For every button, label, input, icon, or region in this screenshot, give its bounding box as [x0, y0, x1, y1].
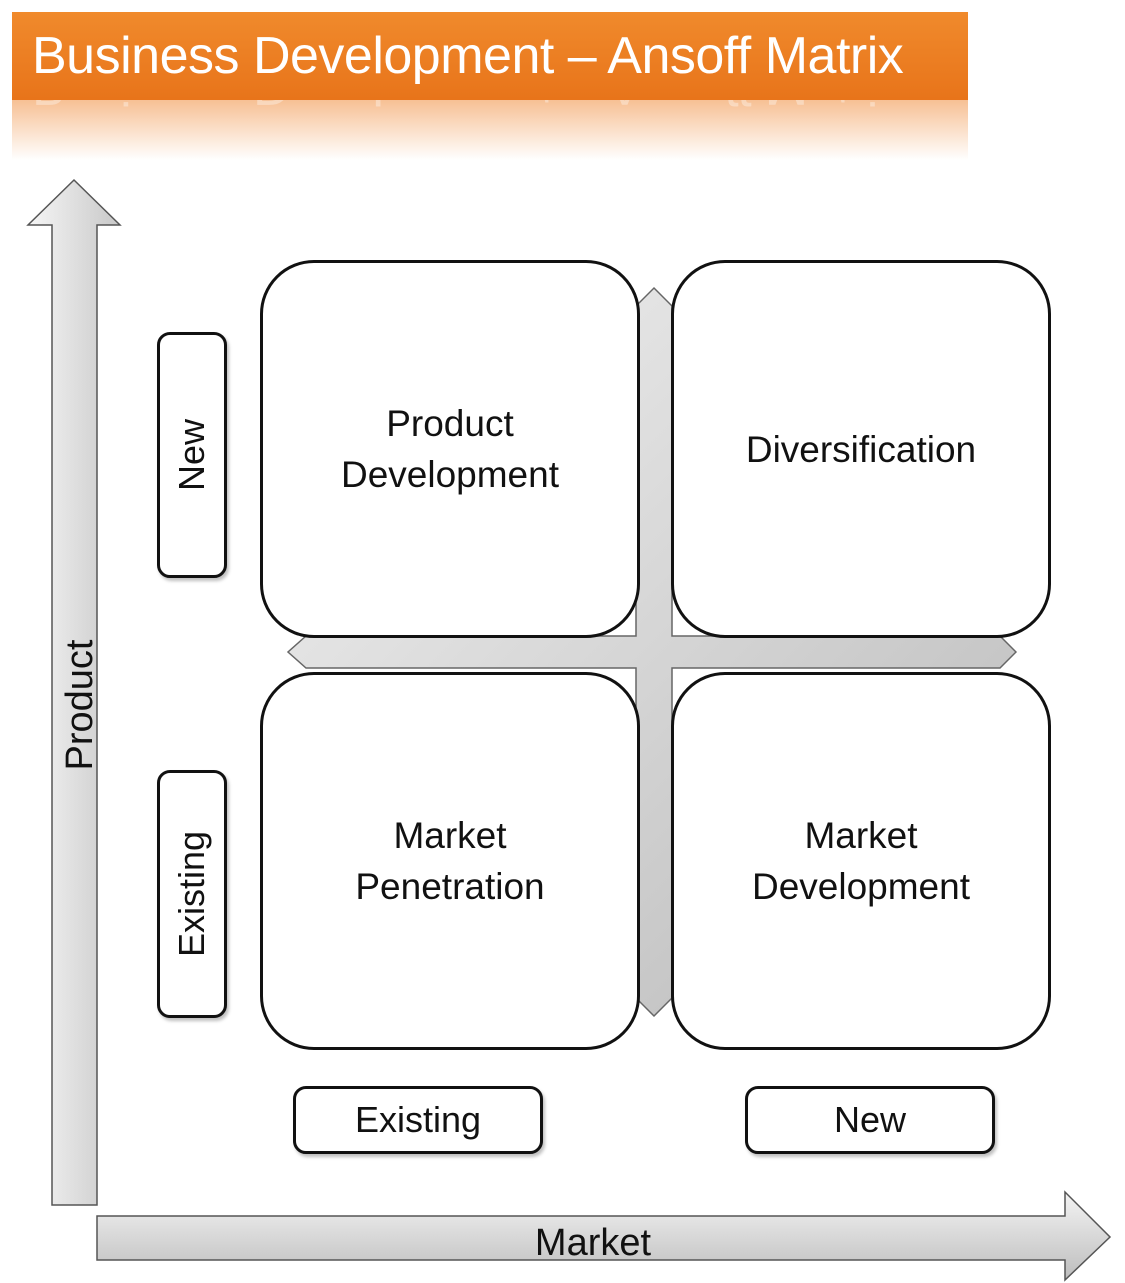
quadrant-label: Diversification: [745, 428, 977, 470]
quadrant-label: Market Penetration: [355, 815, 545, 907]
market-level-label: Existing: [354, 1099, 482, 1140]
product-level-label: Existing: [171, 830, 212, 958]
product-axis-label: Product: [59, 639, 101, 770]
market-axis-label: Market: [535, 1222, 652, 1264]
quadrant-label: Product Development: [340, 403, 559, 495]
product-level-existing: Existing: [157, 770, 227, 1018]
diagram-title: Business Development – Ansoff Matrix: [32, 27, 904, 85]
product-axis-arrow: [26, 178, 122, 1206]
quadrant-product-development: Product Development: [260, 260, 640, 638]
market-level-label: New: [833, 1099, 907, 1140]
market-level-existing: Existing: [293, 1086, 543, 1154]
market-axis-arrow: [96, 1190, 1112, 1282]
title-banner: Business Development – Ansoff Matrix: [12, 12, 968, 100]
quadrant-diversification: Diversification: [671, 260, 1051, 638]
product-level-label: New: [171, 418, 212, 492]
quadrant-label: Market Development: [751, 815, 970, 907]
quadrant-market-development: Market Development: [671, 672, 1051, 1050]
product-level-new: New: [157, 332, 227, 578]
quadrant-market-penetration: Market Penetration: [260, 672, 640, 1050]
market-level-new: New: [745, 1086, 995, 1154]
